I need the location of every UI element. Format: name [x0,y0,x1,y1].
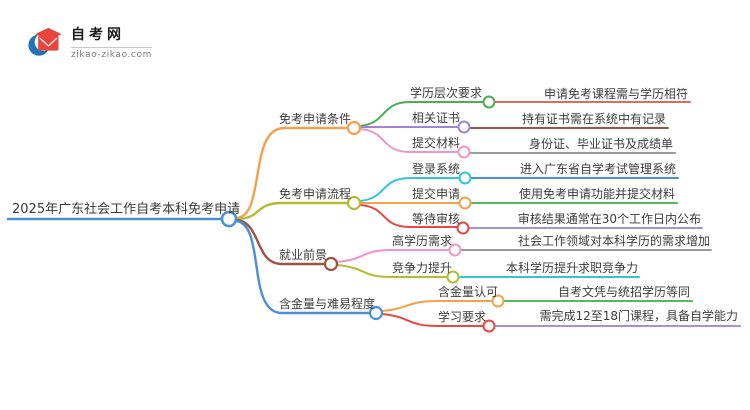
branch-4-sub-2-circle [482,319,496,333]
branch-2-node-circle [346,195,362,211]
branch-2-label: 免考申请流程 [279,187,352,201]
branch-3-node-circle [323,256,339,272]
branch-3-sub-2-circle [446,270,460,284]
branch-3-label: 就业前景 [279,248,328,262]
branch-3-sub-1-leaf: 社会工作领域对本科学历的需求增加 [517,234,710,248]
branch-2-sub-1-leaf: 进入广东省自学考试管理系统 [519,162,676,176]
branch-3-sub-2-connector [336,264,448,278]
branch-2-sub-3-label: 等待审核 [412,212,461,226]
logo-cap-top [35,27,62,41]
branch-1-label: 免考申请条件 [279,112,352,126]
branch-3-sub-1-label: 高学历需求 [392,234,453,248]
branch-4-sub-2-label: 学习要求 [438,310,487,324]
branch-2-sub-2-leaf: 使用免考申请功能并提交材料 [518,187,675,201]
branch-2-sub-1-connector [359,177,460,202]
branch-1-sub-2-label: 相关证书 [412,111,461,125]
logo-divider [71,47,152,48]
branch-3-connector [234,218,327,266]
branch-1-sub-1-leaf: 申请免考课程需与学历相符 [543,87,688,101]
branch-2-sub-2-circle [458,196,472,210]
branch-4-sub-1-label: 含金量认可 [438,285,499,299]
logo-title: 自考网 [71,27,125,43]
logo-domain: zikao-zikao.com [71,50,152,60]
branch-2-sub-3-connector [359,204,458,228]
root-node-circle [220,210,238,228]
branch-4-connector [234,219,372,315]
branch-1-sub-3-connector [359,128,459,153]
branch-1-sub-1-circle [482,95,496,109]
branch-2-sub-1-label: 登录系统 [412,162,461,176]
branch-1-connector [234,126,350,220]
branch-1-sub-3-label: 提交材料 [412,136,461,150]
branch-4-node-circle [368,305,384,321]
branch-4-sub-1-leaf: 自考文凭与统招学历等同 [557,285,690,299]
graduation-cap-logo-icon [28,27,62,56]
branch-2-sub-2-label: 提交申请 [412,187,461,201]
root-label: 2025年广东社会工作自考本科免考申请 [12,202,241,217]
logo-cap-body [38,35,59,51]
branch-1-sub-2-circle [457,120,471,134]
branch-4-sub-1-circle [491,294,505,308]
branch-2-sub-3-leaf: 审核结果通常在30个工作日内公布 [517,212,701,226]
branch-1-node-circle [346,120,362,136]
branch-1-sub-3-leaf: 身份证、毕业证书及成绩单 [528,137,673,151]
branch-3-sub-1-connector [336,249,450,263]
branch-1-sub-3-circle [457,145,471,159]
branch-3-sub-2-label: 竞争力提升 [392,261,453,275]
branch-3-sub-2-leaf: 本科学历提升求职竞争力 [505,261,638,275]
branch-4-sub-2-connector [381,313,484,327]
branch-3-sub-1-circle [448,243,462,257]
branch-1-sub-1-label: 学历层次要求 [410,86,483,100]
branch-4-sub-1-connector [381,300,493,312]
branch-4-sub-2-leaf: 需完成12至18门课程，具备自学能力 [539,309,738,323]
branch-2-sub-3-circle [456,221,470,235]
site-logo: 自考网 zikao-zikao.com [28,24,152,60]
branch-1-sub-1-connector [359,101,484,127]
logo-text: 自考网 zikao-zikao.com [71,24,152,60]
branch-4-label: 含金量与难易程度 [279,297,376,311]
branch-2-connector [234,201,350,221]
branch-1-sub-2-leaf: 持有证书需在系统中有记录 [521,112,666,126]
branch-2-sub-1-circle [458,171,472,185]
